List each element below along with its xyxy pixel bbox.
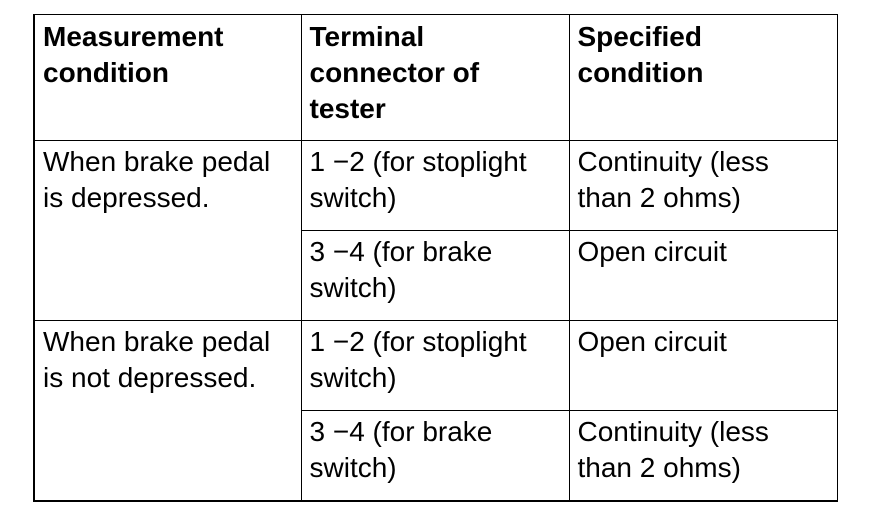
specified-cell: Open circuit: [568, 320, 838, 411]
table-row: When brake pedal is not depressed. 1 −2 …: [33, 320, 838, 502]
table-row: When brake pedal is depressed. 1 −2 (for…: [33, 140, 838, 321]
terminal-cell: 3 −4 (for brake switch): [300, 410, 570, 502]
condition-pedal-not-depressed: When brake pedal is not depressed.: [33, 320, 302, 502]
specified-cell: Open circuit: [568, 230, 838, 321]
specified-cell: Continuity (less than 2 ohms): [568, 410, 838, 502]
table-row: 3 −4 (for brake switch) Continuity (less…: [34, 410, 838, 502]
header-row: Measurement condition Terminal connector…: [33, 14, 838, 141]
terminal-cell: 3 −4 (for brake switch): [300, 230, 570, 321]
header-measurement-condition: Measurement condition: [33, 14, 302, 141]
terminal-cell: 1 −2 (for stoplight switch): [300, 140, 570, 231]
terminal-cell: 1 −2 (for stoplight switch): [300, 320, 570, 411]
specification-table: Measurement condition Terminal connector…: [33, 14, 838, 502]
header-specified-condition: Specified condition: [568, 14, 838, 141]
condition-pedal-depressed: When brake pedal is depressed.: [33, 140, 302, 321]
specified-cell: Continuity (less than 2 ohms): [568, 140, 838, 231]
table-row: 3 −4 (for brake switch) Open circuit: [34, 230, 838, 321]
header-terminal-connector: Terminal connector of tester: [300, 14, 570, 141]
